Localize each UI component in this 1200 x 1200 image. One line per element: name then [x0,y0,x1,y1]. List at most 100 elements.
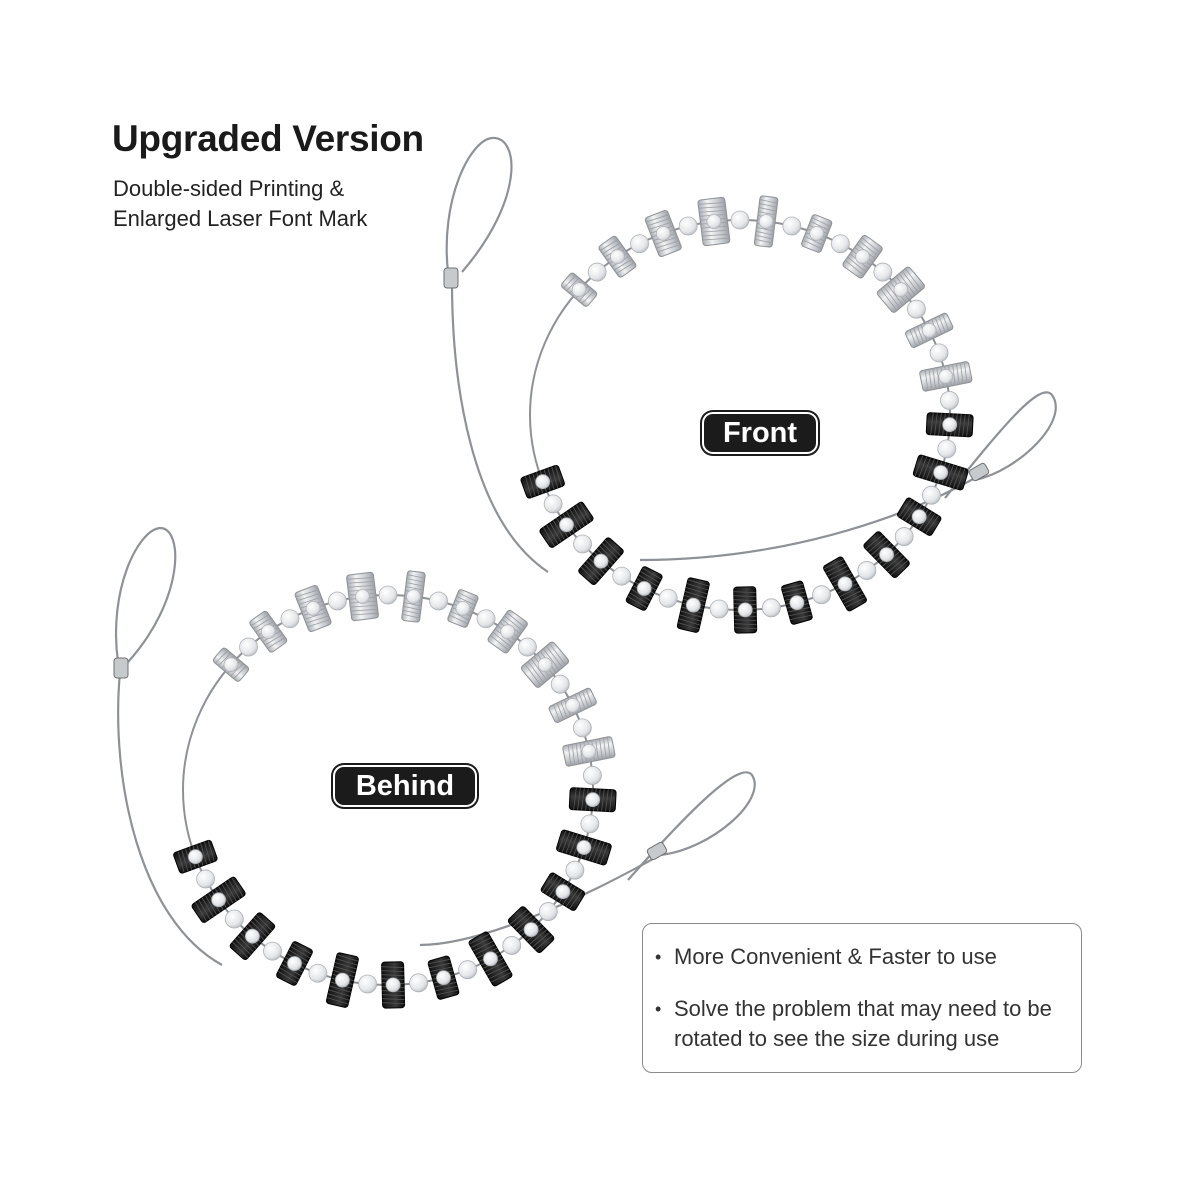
thread-line [203,841,211,864]
thread-line [657,244,681,253]
thread-line [541,873,556,893]
bead [239,637,258,657]
bead [565,698,581,713]
thread-line [264,633,284,646]
thread-line [702,237,730,241]
bead [573,534,592,554]
bead [406,589,421,604]
thread-line [543,527,555,547]
thread-line [583,563,600,581]
bead [580,814,600,834]
thread-line [596,842,605,864]
thread-line [656,240,680,249]
thread-line [382,998,405,1001]
thread-line [200,843,208,865]
thread-line [640,571,660,584]
bead [873,262,893,282]
thread-line [548,877,563,897]
thread-line [205,895,217,915]
thread-line [886,283,904,306]
thread-line [702,233,730,237]
thread-line [527,661,545,684]
thread-line [553,704,561,722]
thread-line [290,946,310,959]
thread-line [298,596,322,605]
bead [809,226,825,241]
thread-line [581,788,585,811]
thread-line [551,466,559,489]
bead [502,936,522,955]
thread-line [560,701,568,719]
thread-line [435,985,458,992]
thread-line [733,595,756,598]
thread-line [629,592,649,605]
thread-line [901,500,916,520]
thread-line [448,614,469,625]
thread-line [490,634,510,651]
thread-line [512,912,531,928]
thread-line [524,663,542,686]
bead [911,509,927,525]
bead [436,970,451,986]
thread-line [279,967,300,980]
bead [894,527,914,546]
thread-line [381,966,404,969]
thread-line [578,287,592,302]
bead [565,860,585,880]
thread-line [510,909,528,925]
bead [612,566,632,586]
thread-line [565,832,575,854]
thread-line [602,242,621,255]
bead [940,391,959,410]
thread-line [569,509,582,529]
bead [655,226,671,241]
bead [211,892,227,908]
thread-line [734,623,757,626]
thread-line [755,230,774,236]
thread-line [405,586,424,591]
thread-line [898,273,916,296]
thread-line [487,965,508,976]
thread-line [699,210,727,213]
bead [535,474,551,490]
crimp-front-right [968,462,990,482]
thread-line [224,881,237,902]
front-right-wire [639,477,976,562]
bead [244,928,260,944]
thread-line [642,567,662,580]
bead [583,766,602,785]
behind-top-loop [114,526,177,663]
bead [855,249,870,265]
thread-line [547,468,555,490]
thread-line [918,456,928,478]
thread-line [297,593,321,602]
thread-line [177,851,185,873]
thread-line [556,702,564,720]
thread-line [475,944,496,955]
thread-line [588,839,598,861]
thread-line [647,218,671,227]
thread-line [581,690,590,708]
thread-line [609,789,613,812]
thread-line [230,662,244,677]
bead [658,588,678,608]
thread-line [569,890,583,909]
thread-line [680,610,702,618]
feature-text: More Convenient & Faster to use [674,944,997,969]
thread-line [585,688,593,707]
thread-line [569,833,578,855]
thread-line [530,658,548,681]
bead [933,465,949,480]
thread-line [403,601,422,607]
thread-line [959,362,964,384]
thread-line [595,739,599,761]
bead [812,585,831,605]
thread-line [734,627,757,630]
thread-line [406,582,424,587]
bead [630,234,649,254]
thread-line [528,474,536,497]
thread-line [936,367,940,389]
thread-line [887,557,906,573]
thread-line [804,235,824,246]
thread-line [428,958,450,965]
